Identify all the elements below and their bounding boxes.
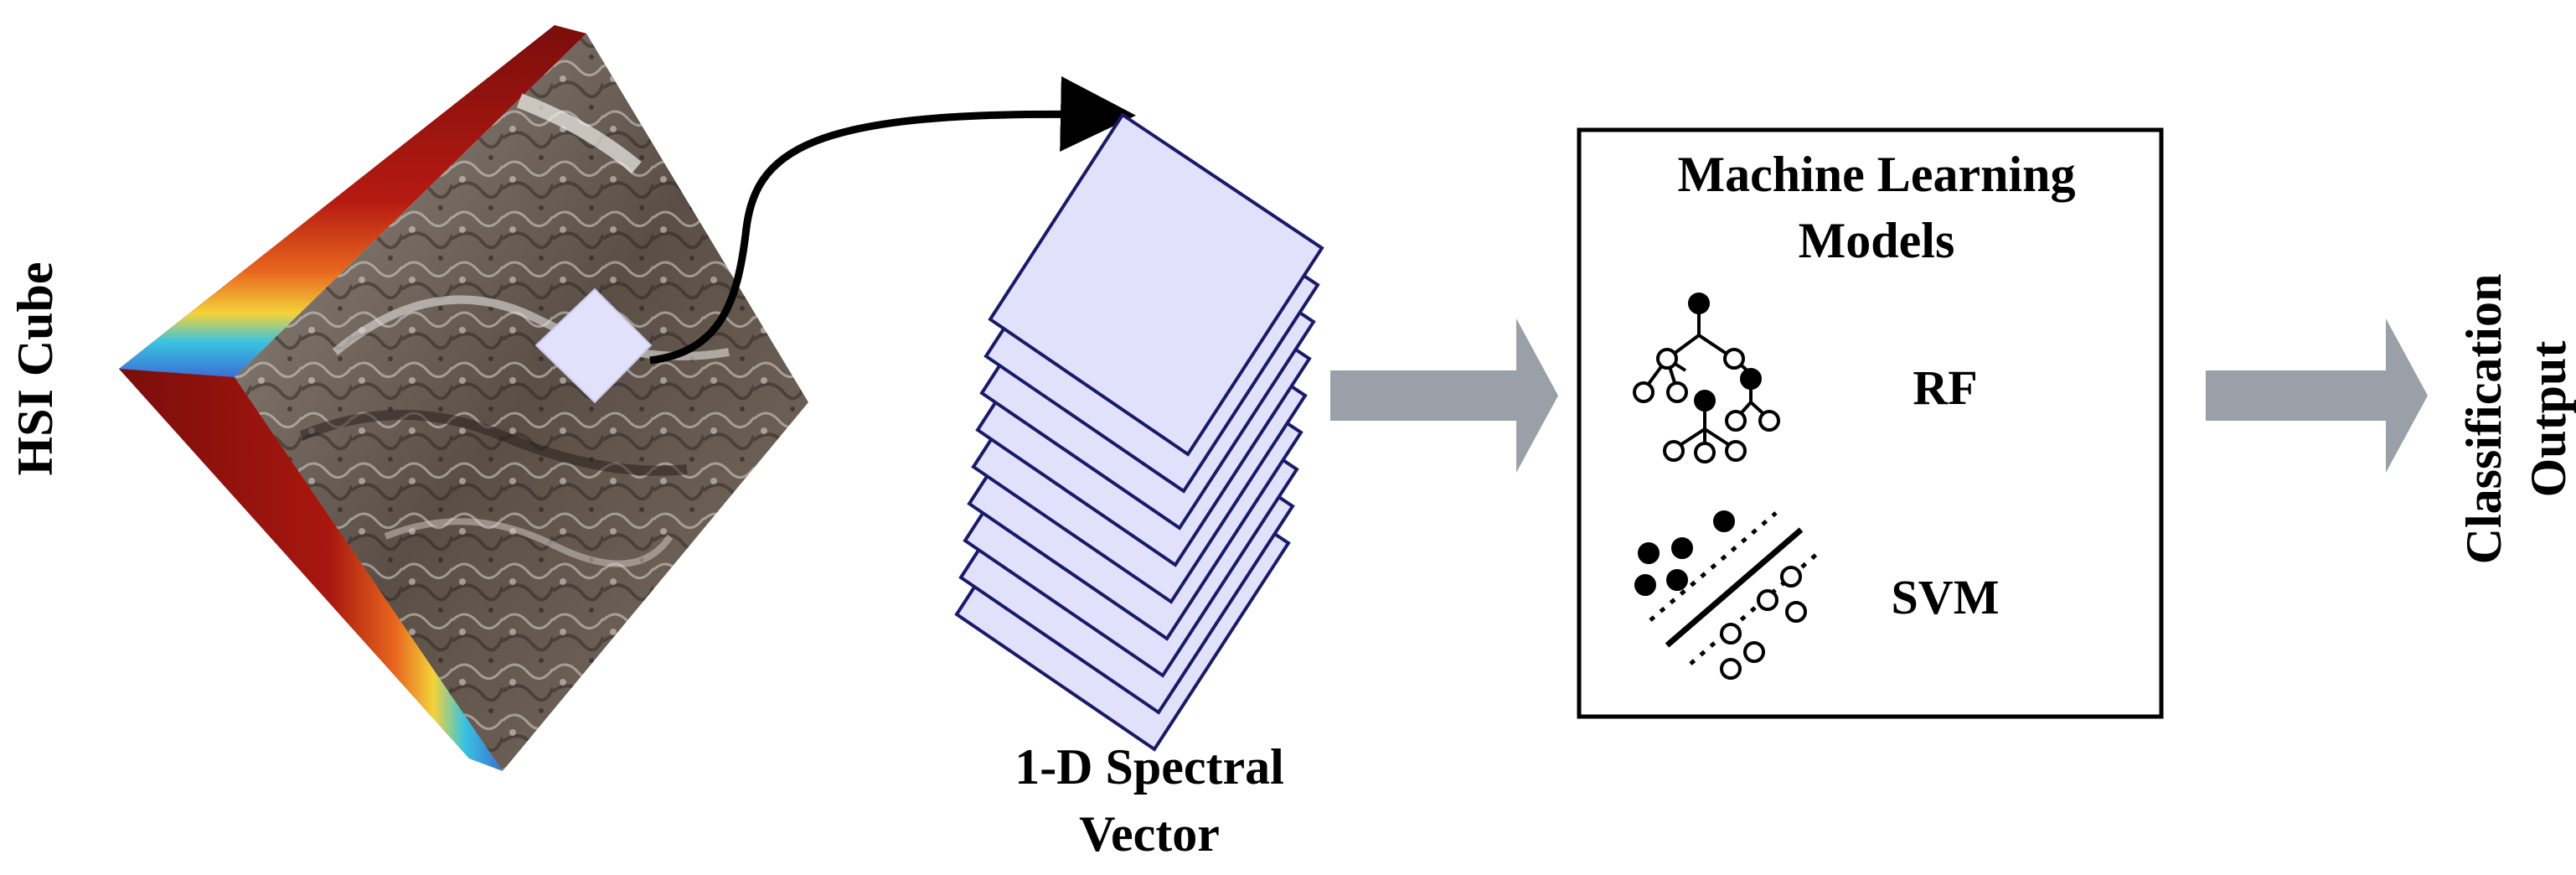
rf-label: RF	[1913, 360, 1977, 415]
svm-label: SVM	[1892, 570, 2000, 624]
output-label-2: Output	[2521, 341, 2576, 498]
spectral-vector-stack	[954, 112, 1324, 752]
flow-arrow-2	[2206, 318, 2428, 473]
ml-title-1: Machine Learning	[1678, 147, 2076, 202]
spectral-vector-label-2: Vector	[1079, 806, 1220, 862]
cube-top-side	[119, 25, 586, 377]
cube-top-face-texture	[235, 34, 808, 771]
spectral-sheet	[988, 112, 1324, 457]
hyperspectral-cube-icon	[119, 25, 808, 771]
svm-hyperplane-icon	[1634, 510, 1820, 680]
ml-title-2: Models	[1799, 213, 1955, 268]
curved-arrow	[649, 75, 1136, 365]
decision-tree-icon	[1633, 293, 1780, 463]
flow-arrow-1	[1330, 318, 1558, 473]
output-label-1: Classification	[2456, 274, 2511, 565]
spectral-vector-label-1: 1-D Spectral	[1014, 739, 1284, 795]
selected-pixel	[534, 287, 653, 404]
ml-box-frame	[1577, 127, 2164, 719]
cube-bottom-side	[119, 369, 503, 771]
hsi-cube-label: HSI Cube	[8, 261, 63, 475]
ml-models-box: Machine Learning Models	[1577, 127, 2164, 719]
